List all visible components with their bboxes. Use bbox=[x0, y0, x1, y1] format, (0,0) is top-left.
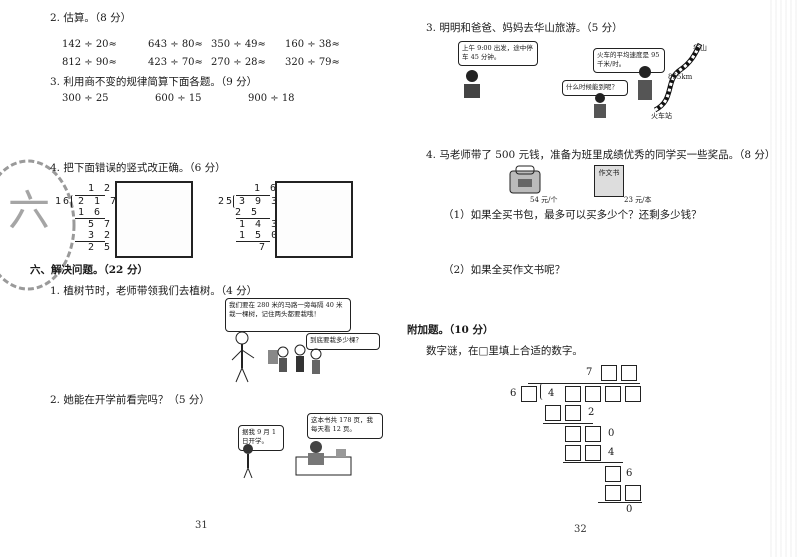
digit-box[interactable] bbox=[625, 485, 641, 501]
step: 1 6 bbox=[78, 207, 103, 218]
divisor-digit: 6 bbox=[510, 388, 517, 399]
digit-box[interactable] bbox=[605, 466, 621, 482]
digit-box[interactable] bbox=[565, 426, 581, 442]
q3-title: 3. 利用商不变的规律简算下面各题。（9 分） bbox=[50, 76, 258, 88]
station-label: 火车站 bbox=[651, 112, 672, 120]
reader-speech-bubble: 这本书共 178 页，我每天看 12 页。 bbox=[307, 413, 383, 439]
estimate-item: 350 ÷ 49≈ bbox=[211, 39, 266, 50]
student-speech-bubble: 到底要栽多少棵？ bbox=[306, 333, 380, 350]
remainder: 7 bbox=[259, 242, 268, 253]
digit-box[interactable] bbox=[605, 386, 621, 402]
quotient: 1 6 bbox=[254, 183, 279, 194]
mom-speech-bubble: 火车的平均速度是 95 千米/时。 bbox=[593, 48, 665, 73]
digit-row-3: 4 bbox=[608, 447, 615, 458]
sub-question-2: （2）如果全买作文书呢？ bbox=[443, 264, 566, 276]
divisor: 16 bbox=[55, 196, 72, 207]
digit-row-2: 0 bbox=[608, 428, 615, 439]
step: 5 7 bbox=[88, 219, 113, 230]
p2-title: 2. 她能在开学前看完吗？（5 分） bbox=[50, 394, 210, 406]
estimate-item: 270 ÷ 28≈ bbox=[211, 57, 266, 68]
dividend: 3 9 3 bbox=[239, 196, 280, 207]
answer-box-2[interactable] bbox=[275, 181, 353, 258]
kid-speech-bubble: 什么时候能到呢？ bbox=[562, 80, 628, 96]
estimate-item: 423 ÷ 70≈ bbox=[148, 57, 203, 68]
remainder: 2 5 bbox=[88, 242, 113, 253]
simplify-item: 900 ÷ 18 bbox=[248, 93, 295, 104]
reading-girl-illustration bbox=[243, 441, 352, 479]
distance-label: 855km bbox=[668, 73, 693, 81]
digit-row-5: 0 bbox=[626, 504, 633, 515]
quotient-digit: 7 bbox=[586, 367, 593, 378]
digit-box[interactable] bbox=[605, 485, 621, 501]
composition-book-icon: 作文书 bbox=[594, 165, 624, 197]
divisor: 25 bbox=[218, 196, 235, 207]
simplify-item: 600 ÷ 15 bbox=[155, 93, 202, 104]
q2-title: 2. 估算。（8 分） bbox=[50, 12, 132, 24]
dividend-digit: 4 bbox=[548, 388, 555, 399]
q4-title: 4. 把下面错误的竖式改正确。（6 分） bbox=[50, 162, 226, 174]
digit-box[interactable] bbox=[601, 365, 617, 381]
digit-box[interactable] bbox=[545, 405, 561, 421]
quotient: 1 2 bbox=[88, 183, 113, 194]
answer-box-1[interactable] bbox=[115, 181, 193, 258]
stamp-text: 六 bbox=[8, 186, 50, 235]
digit-box[interactable] bbox=[565, 445, 581, 461]
page-number-right: 32 bbox=[574, 524, 587, 535]
extra-title: 附加题。（10 分） bbox=[407, 324, 494, 336]
digit-row-4: 6 bbox=[626, 468, 633, 479]
p1-title: 1. 植树节时，老师带领我们去植树。（4 分） bbox=[50, 285, 258, 297]
digit-box[interactable] bbox=[621, 365, 637, 381]
book-cover-label: 作文书 bbox=[598, 169, 620, 177]
digit-box[interactable] bbox=[585, 386, 601, 402]
estimate-item: 812 ÷ 90≈ bbox=[62, 57, 117, 68]
digit-box[interactable] bbox=[521, 386, 537, 402]
dad-speech-bubble: 上午 9:00 出发，途中停车 45 分钟。 bbox=[458, 41, 538, 66]
page-edge-shadow bbox=[770, 0, 800, 557]
teacher-speech-bubble: 我们要在 280 米的马路一旁每隔 40 米栽一棵树，记住两头都要栽哦！ bbox=[225, 298, 351, 332]
schoolbag-price: 54 元/个 bbox=[530, 196, 558, 204]
tree-planting-illustration bbox=[231, 331, 322, 383]
simplify-item: 300 ÷ 25 bbox=[62, 93, 109, 104]
sub-question-1: （1）如果全买书包，最多可以买多少个？还剩多少钱？ bbox=[443, 209, 702, 221]
seal-stamp: 六 bbox=[0, 159, 76, 291]
digit-box[interactable] bbox=[585, 426, 601, 442]
digit-box[interactable] bbox=[625, 386, 641, 402]
digit-row-1: 2 bbox=[588, 407, 595, 418]
dividend: 2 1 7 bbox=[78, 196, 119, 207]
estimate-item: 142 ÷ 20≈ bbox=[62, 39, 117, 50]
page-number-left: 31 bbox=[195, 520, 208, 531]
family-trip-illustration bbox=[464, 42, 703, 118]
step: 1 5 0 bbox=[239, 230, 280, 241]
step: 3 2 bbox=[88, 230, 113, 241]
schoolbag-icon bbox=[509, 165, 541, 194]
digit-box[interactable] bbox=[565, 405, 581, 421]
destination-label: 华山 bbox=[693, 44, 707, 52]
step: 1 4 3 bbox=[239, 219, 280, 230]
estimate-item: 160 ÷ 38≈ bbox=[285, 39, 340, 50]
r-q3-title: 3. 明明和爸爸、妈妈去华山旅游。（5 分） bbox=[426, 22, 623, 34]
digit-box[interactable] bbox=[585, 445, 601, 461]
digit-box[interactable] bbox=[565, 386, 581, 402]
extra-desc: 数字谜，在□里填上合适的数字。 bbox=[426, 345, 583, 357]
estimate-item: 320 ÷ 79≈ bbox=[285, 57, 340, 68]
book-price: 23 元/本 bbox=[624, 196, 652, 204]
step: 2 5 bbox=[235, 207, 260, 218]
section-6-title: 六、解决问题。（22 分） bbox=[30, 264, 149, 276]
r-q4-title: 4. 马老师带了 500 元钱，准备为班里成绩优秀的同学买一些奖品。（8 分） bbox=[426, 149, 776, 161]
estimate-item: 643 ÷ 80≈ bbox=[148, 39, 203, 50]
